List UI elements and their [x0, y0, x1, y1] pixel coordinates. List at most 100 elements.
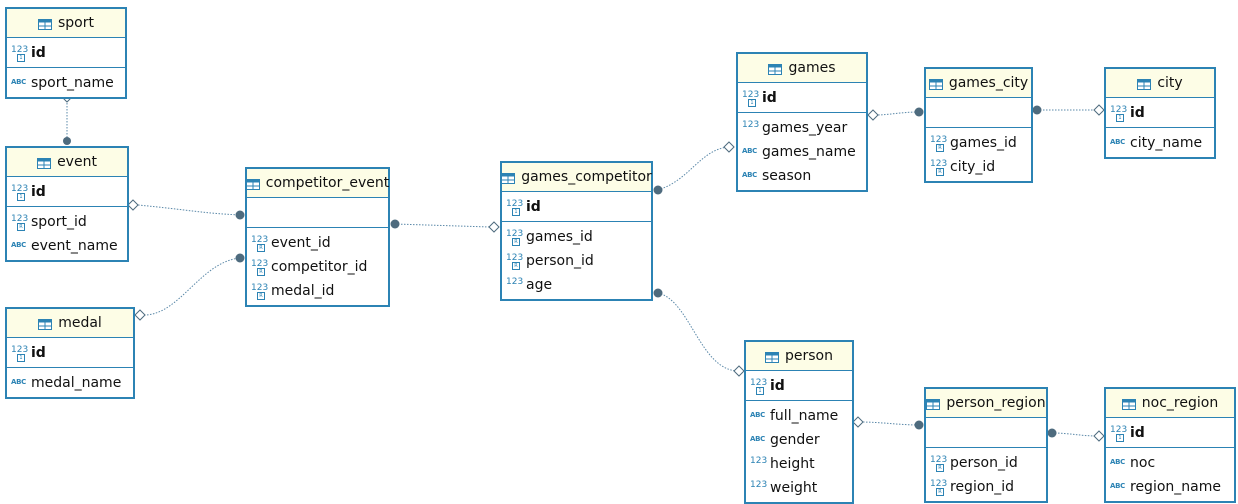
entity-title: sport — [58, 15, 94, 31]
text-type-icon: ABC — [750, 435, 765, 443]
link-dot — [914, 420, 924, 430]
column-row[interactable]: ABC gender — [746, 428, 852, 452]
entity-header[interactable]: games_competitor — [501, 163, 652, 192]
column-name: games_id — [950, 135, 1017, 151]
entity-header[interactable]: noc_region — [1106, 389, 1234, 418]
column-name: id — [762, 90, 777, 106]
column-name: city_id — [950, 159, 996, 175]
column-name: event_name — [31, 238, 118, 254]
column-name: weight — [770, 480, 818, 496]
column-row[interactable]: ABC event_name — [7, 234, 127, 258]
column-name: gender — [770, 432, 820, 448]
column-name: region_id — [950, 479, 1015, 495]
link-dot — [1047, 428, 1057, 438]
table-icon — [928, 78, 943, 90]
entity-header[interactable]: medal — [7, 309, 133, 338]
entity-header[interactable]: city — [1106, 69, 1214, 98]
table-icon — [37, 157, 52, 169]
link-games-competitor-games — [657, 146, 729, 191]
entity-header[interactable]: person — [746, 342, 852, 371]
table-icon — [926, 398, 941, 410]
text-type-icon: ABC — [742, 171, 757, 179]
primary-key-section — [926, 98, 1031, 128]
entity-title: games_competitor — [521, 169, 652, 185]
link-dot — [914, 107, 924, 117]
link-person-person-region — [859, 421, 920, 426]
table-icon — [501, 172, 516, 184]
link-diamond — [723, 141, 735, 153]
table-icon — [1121, 398, 1136, 410]
entity-header[interactable]: games_city — [926, 69, 1031, 98]
column-name: region_name — [1130, 479, 1221, 495]
column-name: noc — [1130, 455, 1156, 471]
entity-header[interactable]: event — [7, 148, 127, 177]
link-diamond — [127, 199, 139, 211]
link-dot — [235, 253, 245, 263]
text-type-icon: ABC — [11, 241, 26, 249]
entity-header[interactable]: person_region — [926, 389, 1046, 418]
column-name: id — [770, 378, 785, 394]
link-dot — [653, 288, 663, 298]
numeric-type-icon: 123 — [750, 456, 768, 466]
column-name: sport_id — [31, 214, 87, 230]
entity-header[interactable]: games — [738, 54, 866, 83]
text-type-icon: ABC — [750, 411, 765, 419]
column-name: height — [770, 456, 815, 472]
entity-header[interactable]: competitor_event — [245, 169, 389, 198]
text-type-icon: ABC — [11, 78, 26, 86]
column-name: event_id — [271, 235, 331, 251]
entity-header[interactable]: sport — [7, 9, 125, 38]
